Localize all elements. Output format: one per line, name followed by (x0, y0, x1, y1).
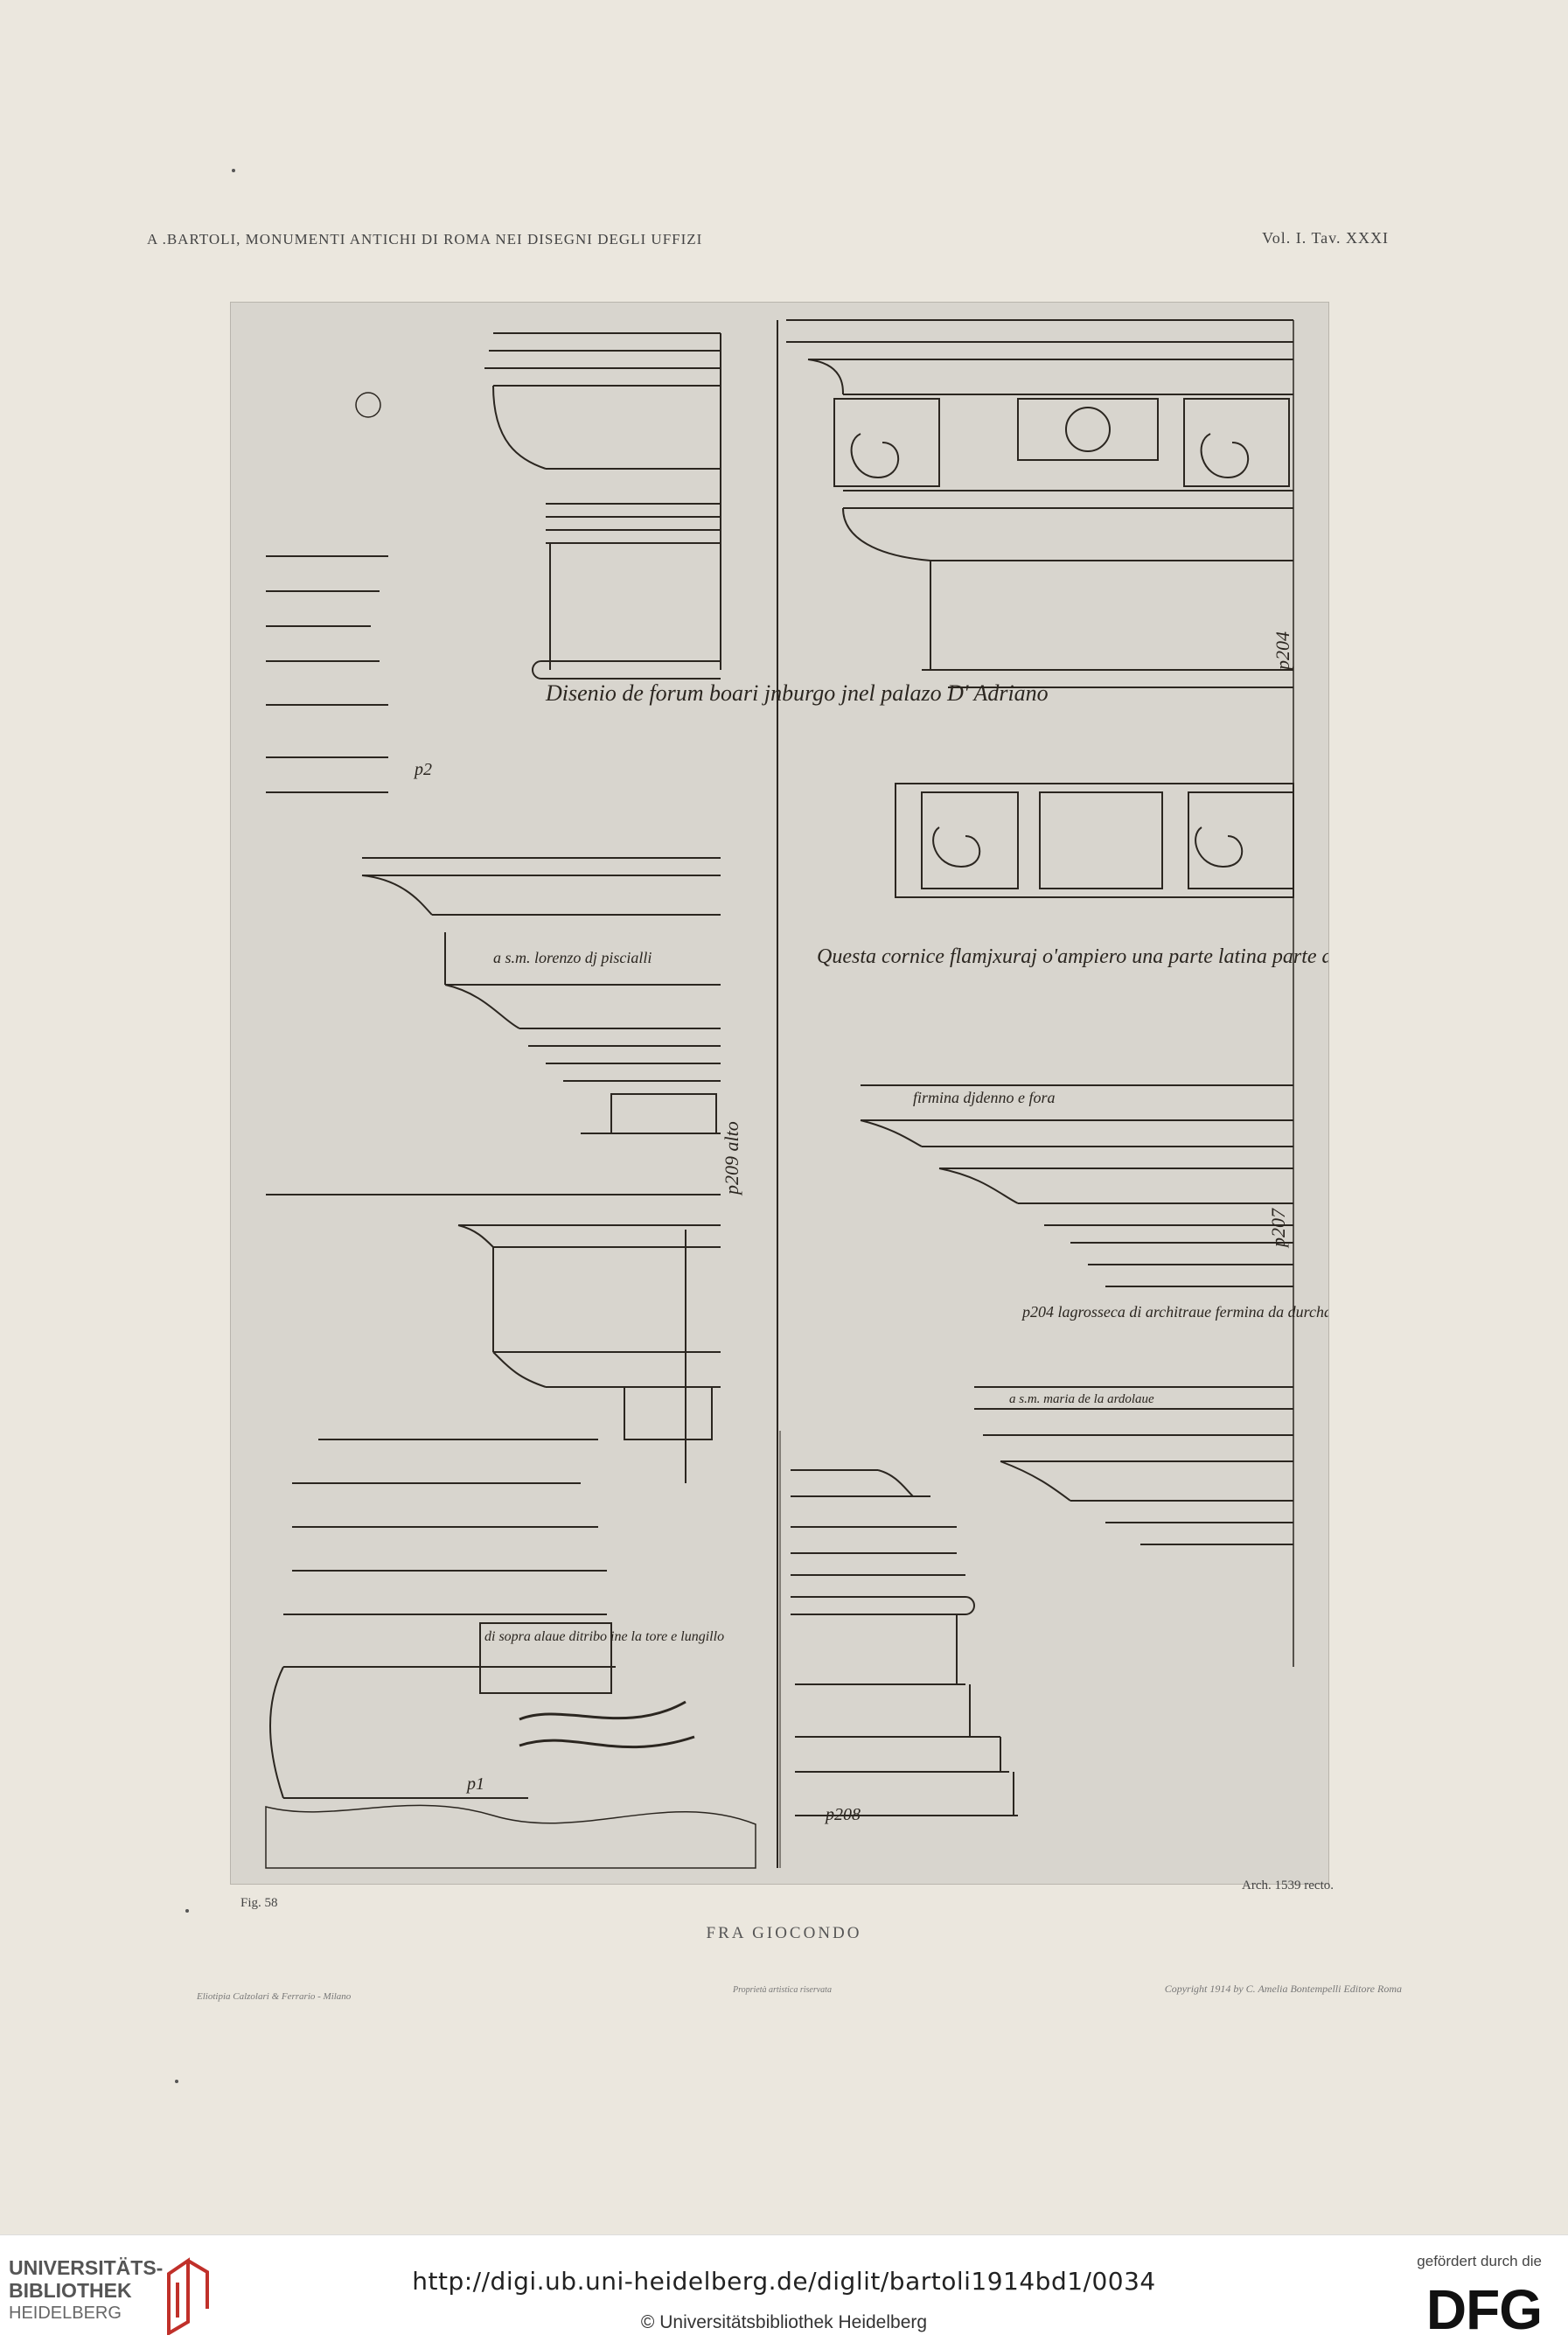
collection-stamp-icon (355, 392, 381, 418)
drawing-plate: Disenio de forum boari jnburgo jnel pala… (230, 302, 1329, 1885)
annotation-p208: p208 (824, 1805, 861, 1824)
running-header-volume: Vol. I. Tav. XXXI (1262, 229, 1389, 247)
paper-speck (175, 2080, 178, 2083)
annotation-p209: p209 alto (721, 1121, 742, 1196)
library-name-line3: HEIDELBERG (9, 2304, 122, 2323)
paper-speck (232, 169, 235, 172)
page-sheet: A .BARTOLI, MONUMENTI ANTICHI DI ROMA NE… (147, 169, 1402, 2083)
annotation-p2: p2 (413, 760, 432, 779)
printer-credit: Eliotipia Calzolari & Ferrario - Milano (197, 1991, 352, 2002)
annotation-p1: p1 (465, 1774, 484, 1794)
rights-notice: Proprietà artistica riservata (733, 1985, 832, 1995)
library-name-line1: UNIVERSITÄTS- (9, 2256, 164, 2279)
viewer-footer-bar: UNIVERSITÄTS- BIBLIOTHEK HEIDELBERG http… (0, 2234, 1568, 2349)
annotation-p204: p204 lagrosseca di architraue fermina da… (1021, 1303, 1328, 1321)
annotation-firmina: firmina djdenno e fora (913, 1089, 1056, 1106)
figure-number: Fig. 58 (240, 1896, 278, 1910)
annotation-forum: Disenio de forum boari jnburgo jnel pala… (545, 680, 1049, 706)
annotation-lorenzo: a s.m. lorenzo dj piscialli (493, 949, 652, 966)
plate-title: FRA GIOCONDO (706, 1924, 862, 1942)
publisher-copyright: Copyright 1914 by C. Amelia Bontempelli … (1164, 1983, 1402, 1995)
library-name: UNIVERSITÄTS- BIBLIOTHEK HEIDELBERG (9, 2256, 163, 2325)
annotation-p204b: p204 (1272, 631, 1293, 672)
running-header-title: A .BARTOLI, MONUMENTI ANTICHI DI ROMA NE… (147, 231, 703, 247)
library-logo[interactable]: UNIVERSITÄTS- BIBLIOTHEK HEIDELBERG (9, 2255, 219, 2335)
archive-number: Arch. 1539 recto. (1242, 1879, 1334, 1892)
annotation-cornice: Questa cornice flamjxuraj o'ampiero una … (817, 945, 1328, 968)
funding-block: gefördert durch die DFG (1384, 2244, 1543, 2345)
library-copyright: © Universitätsbibliothek Heidelberg (640, 2312, 928, 2332)
library-emblem-icon (167, 2257, 209, 2335)
architectural-drawing: Disenio de forum boari jnburgo jnel pala… (265, 319, 1328, 1869)
annotation-maria: a s.m. maria de la ardolaue (1009, 1392, 1154, 1406)
library-name-line2: BIBLIOTHEK (9, 2279, 132, 2302)
dfg-logo[interactable]: DFG (1425, 2278, 1543, 2341)
annotation-p207: p207 (1267, 1208, 1289, 1249)
annotation-diopra: di sopra alaue ditribo ine la tore e lun… (484, 1629, 724, 1644)
permalink-url[interactable]: http://digi.ub.uni-heidelberg.de/diglit/… (412, 2267, 1156, 2296)
funding-note: gefördert durch die (1417, 2253, 1542, 2269)
paper-speck (185, 1909, 189, 1913)
